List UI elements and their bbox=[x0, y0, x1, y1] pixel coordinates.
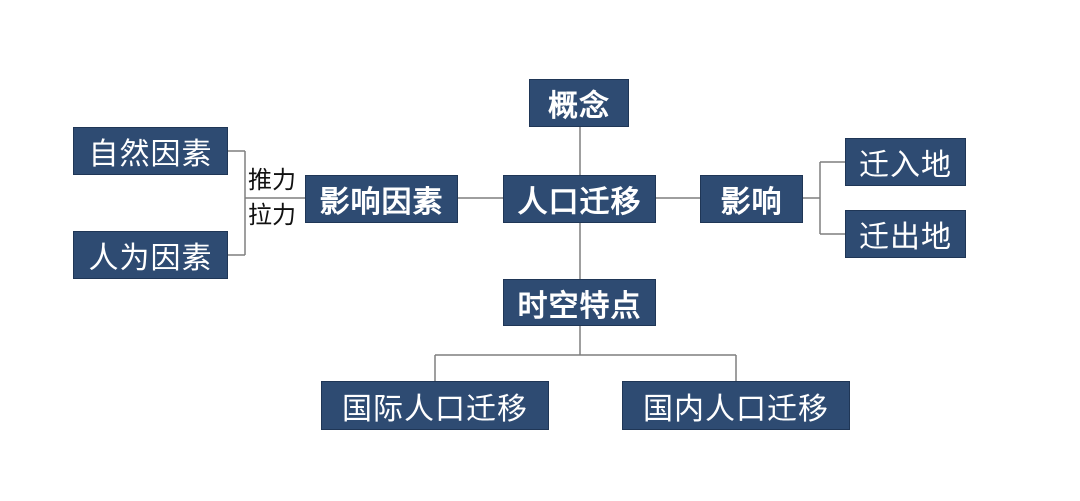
factors-node: 影响因素 bbox=[305, 175, 458, 223]
concept-node: 概念 bbox=[529, 79, 629, 127]
international-node: 国际人口迁移 bbox=[321, 381, 549, 430]
push-label: 推力 bbox=[248, 166, 296, 194]
impact-node: 影响 bbox=[700, 175, 803, 223]
spatiotemporal-node: 时空特点 bbox=[503, 279, 656, 326]
center-node: 人口迁移 bbox=[503, 175, 656, 223]
natural-factors-node: 自然因素 bbox=[73, 127, 228, 175]
origin-node: 迁出地 bbox=[845, 210, 966, 258]
pull-label: 拉力 bbox=[248, 201, 296, 229]
human-factors-node: 人为因素 bbox=[73, 231, 228, 279]
destination-node: 迁入地 bbox=[845, 138, 966, 186]
domestic-node: 国内人口迁移 bbox=[622, 381, 850, 430]
